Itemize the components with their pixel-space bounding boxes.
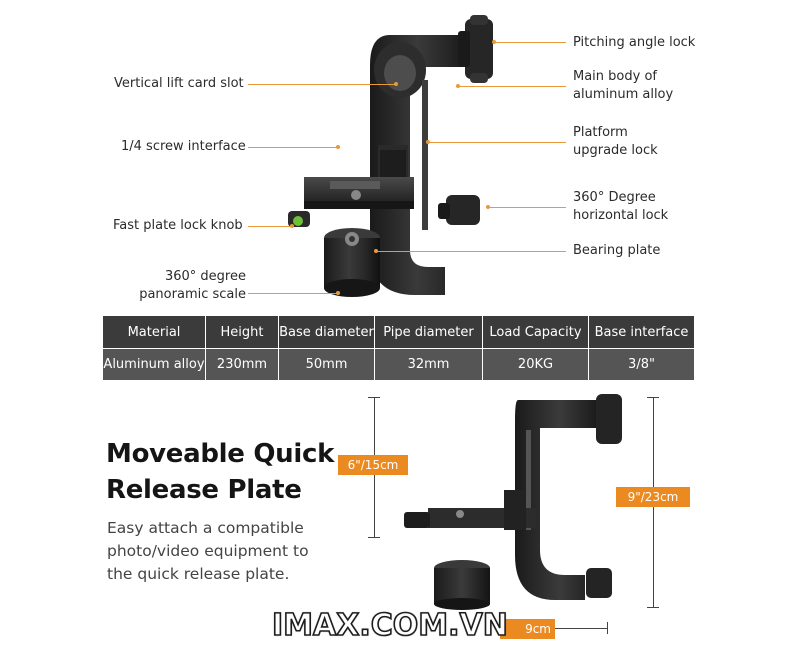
callout-horizontal-lock-label: 360° Degree horizontal lock [573, 190, 669, 223]
spec-value-pipe-diameter: 32mm [374, 348, 483, 381]
callout-pitching-label: Pitching angle lock [573, 35, 696, 50]
spec-header-base-diameter: Base diameter [278, 315, 375, 349]
callout-main-body-label: Main body of aluminum alloy [573, 69, 674, 102]
callout-bearing-plate-line [376, 251, 566, 252]
spec-header-load-capacity: Load Capacity [482, 315, 589, 349]
spec-value-row: Aluminum alloy 230mm 50mm 32mm 20KG 3/8" [102, 348, 695, 381]
callout-fast-plate-dot [290, 224, 294, 228]
callout-platform-label: Platform upgrade lock [573, 125, 658, 158]
callout-vertical-lift-dot [394, 82, 398, 86]
callout-panoramic-scale-label: 360° degree panoramic scale [139, 269, 246, 302]
callout-pitching-line [494, 42, 566, 43]
spec-header-base-interface: Base interface [588, 315, 695, 349]
callout-platform-line [428, 142, 566, 143]
spec-value-load-capacity: 20KG [482, 348, 589, 381]
base-width-end-tick [607, 622, 608, 634]
spec-header-height: Height [205, 315, 279, 349]
callout-screw-interface-dot [336, 145, 340, 149]
total-height-dimension-tag: 9"/23cm [616, 487, 690, 507]
spec-header-pipe-diameter: Pipe diameter [374, 315, 483, 349]
callout-screw-interface-label: 1/4 screw interface [121, 139, 246, 154]
callout-vertical-lift-line [248, 84, 396, 85]
feature-description: Easy attach a compatible photo/video equ… [107, 519, 309, 583]
spec-value-base-diameter: 50mm [278, 348, 375, 381]
plate-height-dimension-tag: 6"/15cm [338, 455, 408, 475]
spec-value-base-interface: 3/8" [588, 348, 695, 381]
spec-header-material: Material [102, 315, 206, 349]
base-width-dimension-line [555, 628, 607, 629]
base-width-dimension-tag: 9cm [500, 619, 555, 639]
gimbal-head-top-illustration [288, 15, 493, 297]
plate-height-bottom-tick [368, 537, 380, 538]
spec-value-material: Aluminum alloy [102, 348, 206, 381]
total-height-top-tick [647, 397, 659, 398]
callout-fast-plate-line [248, 226, 292, 227]
spec-header-row: Material Height Base diameter Pipe diame… [102, 315, 695, 349]
callout-horizontal-lock-line [488, 207, 566, 208]
callout-bearing-plate-label: Bearing plate [573, 243, 661, 258]
callout-vertical-lift-label: Vertical lift card slot [114, 76, 244, 91]
spec-table: Material Height Base diameter Pipe diame… [102, 315, 695, 381]
callout-main-body-line [458, 86, 566, 87]
callout-panoramic-scale-line [248, 293, 338, 294]
watermark-logo: IMAX.COM.VN [271, 607, 508, 644]
total-height-bottom-tick [647, 607, 659, 608]
callout-fast-plate-label: Fast plate lock knob [113, 218, 243, 233]
gimbal-head-side-illustration [404, 394, 622, 610]
callout-screw-interface-line [248, 147, 338, 148]
plate-height-top-tick [368, 397, 380, 398]
spec-value-height: 230mm [205, 348, 279, 381]
feature-headline: Moveable Quick Release Plate [106, 439, 335, 505]
callout-panoramic-scale-dot [336, 291, 340, 295]
